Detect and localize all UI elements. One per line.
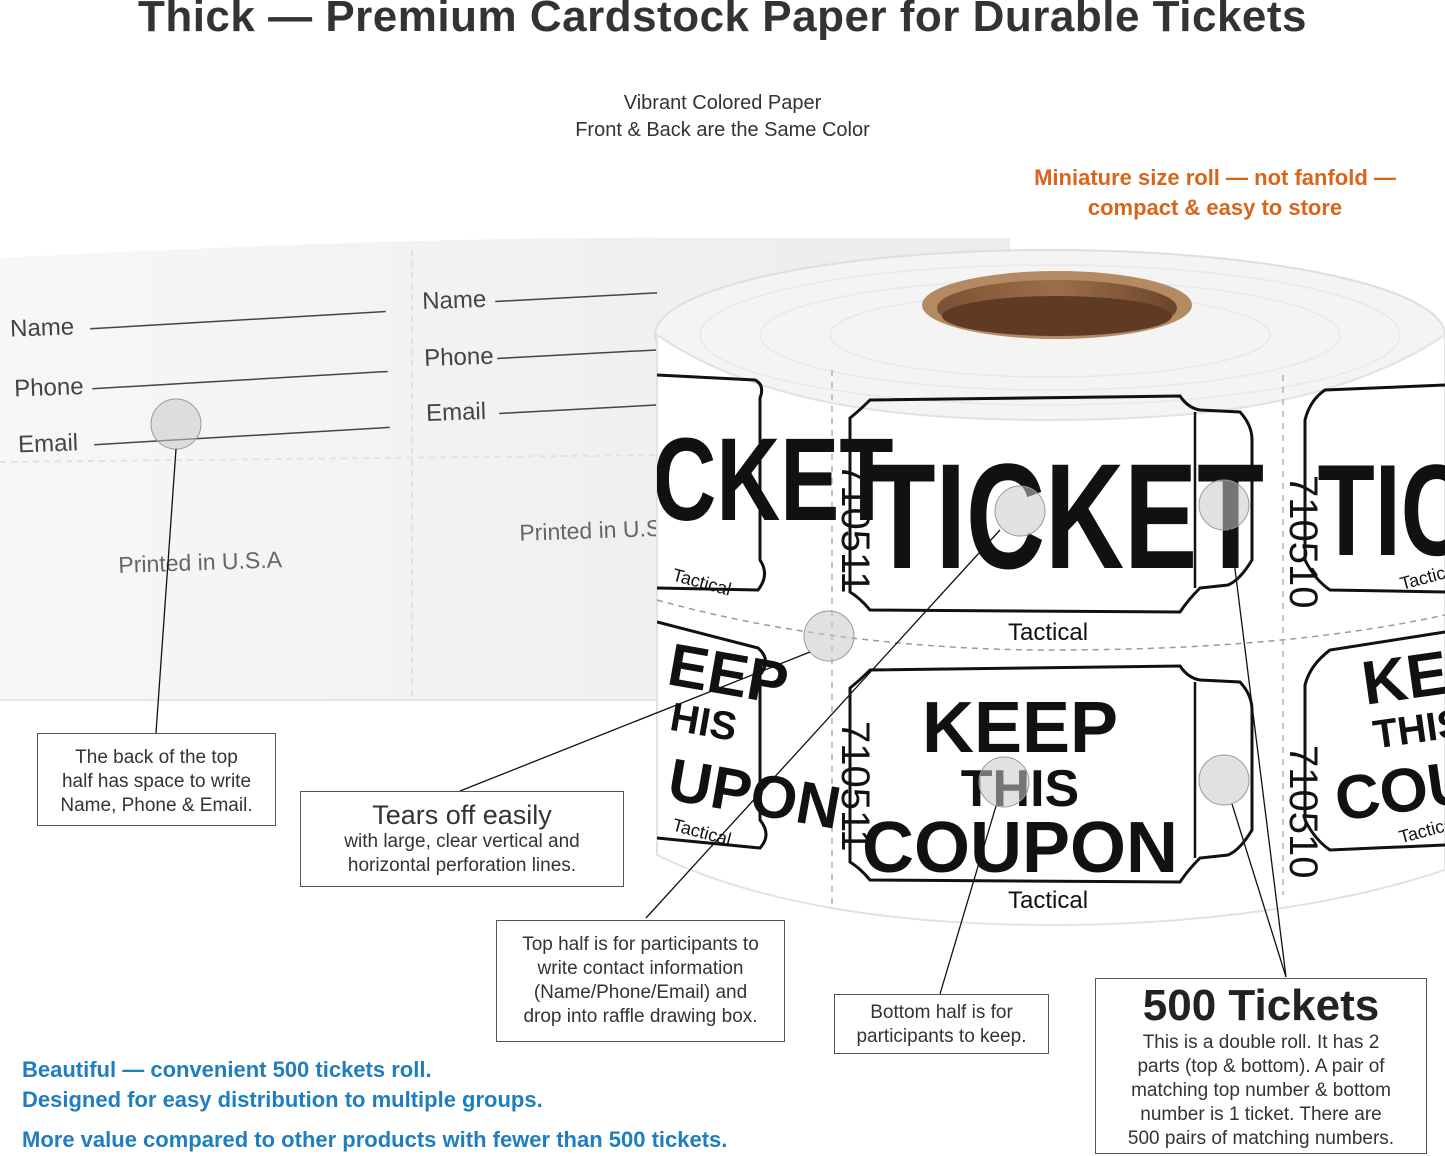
callout-line: number is 1 ticket. There are bbox=[1140, 1104, 1382, 1125]
callout-ticket-count: 500 Tickets This is a double roll. It ha… bbox=[1095, 978, 1427, 1154]
ticket-number: 710511 bbox=[833, 721, 877, 852]
callout-back-half: The back of the top half has space to wr… bbox=[37, 733, 276, 826]
subtitle-line: Front & Back are the Same Color bbox=[575, 119, 870, 141]
email-label: Email bbox=[426, 398, 487, 427]
callout-line: write contact information bbox=[537, 958, 744, 979]
callout-bottom-half: Bottom half is for participants to keep. bbox=[834, 994, 1049, 1054]
name-label: Name bbox=[422, 286, 487, 315]
printed-tickets: CKET 710511 Tactical EEP HIS UPON 710511… bbox=[653, 373, 1445, 914]
mini-note-line: Miniature size roll — not fanfold — bbox=[1034, 165, 1396, 190]
coupon-word: COUPON bbox=[862, 808, 1178, 888]
printed-in-usa: Printed in U.S.A bbox=[118, 546, 283, 578]
callout-line: The back of the top bbox=[75, 747, 238, 768]
callout-leader-lines bbox=[155, 448, 1287, 995]
callout-line: Top half is for participants to bbox=[522, 934, 759, 955]
ticket-number: 710511 bbox=[833, 463, 877, 594]
marketing-line: More value compared to other products wi… bbox=[22, 1127, 728, 1152]
marketing-text: Beautiful — convenient 500 tickets roll.… bbox=[22, 1055, 727, 1155]
callout-line: Name, Phone & Email. bbox=[60, 795, 253, 816]
callout-line: horizontal perforation lines. bbox=[347, 855, 577, 876]
brand-label: Tactical bbox=[1008, 619, 1088, 646]
callout-line: Bottom half is for bbox=[870, 1002, 1013, 1023]
callout-line: 500 pairs of matching numbers. bbox=[1127, 1128, 1395, 1149]
callout-line: matching top number & bottom bbox=[1131, 1080, 1391, 1101]
name-label: Name bbox=[10, 313, 75, 342]
callout-line: drop into raffle drawing box. bbox=[523, 1006, 758, 1027]
ticket-number: 710510 bbox=[1281, 745, 1325, 878]
roll-horizontal-perforation bbox=[656, 599, 1445, 651]
callout-line: This is a double roll. It has 2 bbox=[1142, 1032, 1380, 1053]
mini-note-line: compact & easy to store bbox=[1087, 195, 1343, 220]
ticket-word: TICKE bbox=[1318, 438, 1445, 584]
page-title: Thick — Premium Cardstock Paper for Dura… bbox=[137, 0, 1308, 41]
keep-word: KEEP bbox=[922, 688, 1118, 768]
callout-tears-off: Tears off easily with large, clear verti… bbox=[300, 791, 624, 887]
miniature-roll-note: Miniature size roll — not fanfold — comp… bbox=[1000, 163, 1430, 223]
phone-label: Phone bbox=[14, 373, 84, 402]
callout-line: participants to keep. bbox=[856, 1026, 1027, 1047]
ticket-word: CKET bbox=[653, 415, 894, 546]
callout-line: parts (top & bottom). A pair of bbox=[1137, 1056, 1385, 1077]
subtitle-line: Vibrant Colored Paper bbox=[623, 92, 822, 114]
callout-line: (Name/Phone/Email) and bbox=[533, 982, 748, 1003]
subtitle: Vibrant Colored Paper Front & Back are t… bbox=[0, 90, 1445, 144]
brand-label: Tactical bbox=[1008, 887, 1088, 914]
marketing-line: Beautiful — convenient 500 tickets roll. bbox=[22, 1057, 432, 1082]
email-label: Email bbox=[18, 429, 79, 458]
ticket-number: 710510 bbox=[1281, 475, 1325, 608]
ticket-word: TICKET bbox=[869, 432, 1264, 600]
phone-label: Phone bbox=[424, 343, 494, 372]
marketing-line: Designed for easy distribution to multip… bbox=[22, 1087, 543, 1112]
callout-heading: Tears off easily bbox=[372, 800, 552, 830]
horizontal-perforation bbox=[0, 454, 661, 463]
printed-in-usa: Printed in U.S bbox=[519, 515, 662, 546]
callout-line: with large, clear vertical and bbox=[344, 831, 580, 852]
callout-line: half has space to write bbox=[61, 771, 252, 792]
callout-heading: 500 Tickets bbox=[1142, 981, 1380, 1030]
callout-markers bbox=[150, 398, 1250, 808]
callout-top-half: Top half is for participants to write co… bbox=[496, 920, 785, 1042]
